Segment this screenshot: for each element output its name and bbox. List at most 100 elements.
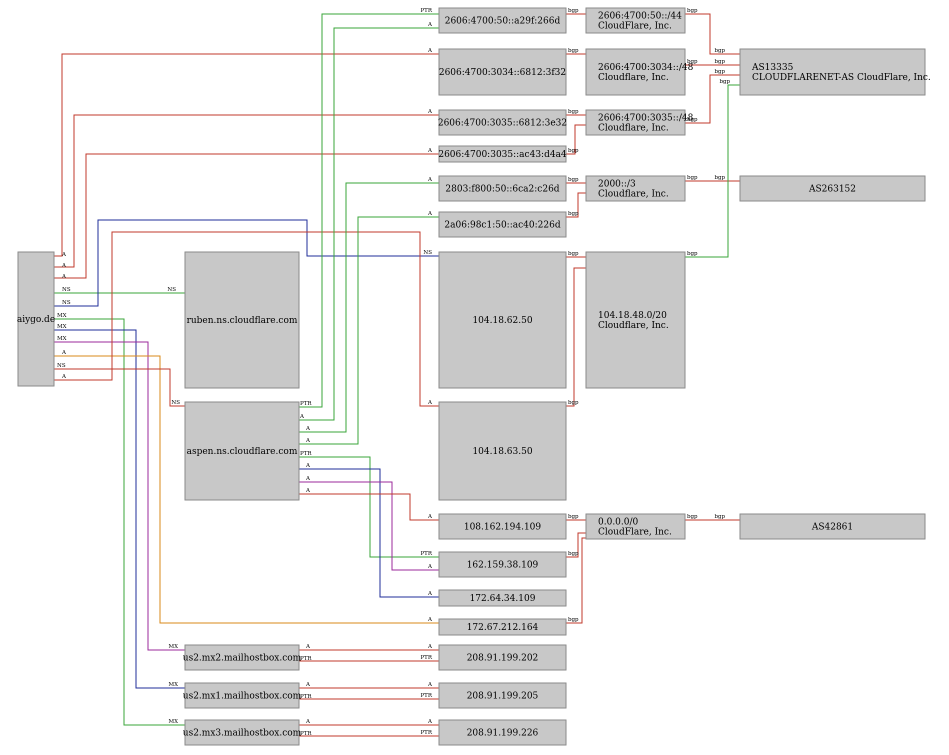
node-aspen[interactable]: aspen.ns.cloudflare.com <box>184 401 300 501</box>
edge-label: bgp <box>687 59 698 65</box>
node-label: CloudFlare, Inc. <box>598 528 672 538</box>
node-label: 2606:4700:3035::ac43:d4a4 <box>438 150 567 160</box>
nodes-layer: aiygo.de ruben.ns.cloudflare.com aspen.ns.… <box>17 7 931 746</box>
edge-label: NS <box>62 287 71 293</box>
edge-end-label: MX <box>168 682 178 688</box>
node-label: AS42861 <box>811 523 853 533</box>
edge-label: bgp <box>687 175 698 181</box>
node-v6a[interactable]: 2606:4700:50::a29f:266d <box>438 7 567 34</box>
node-box <box>438 175 567 202</box>
edge-end-label: A <box>427 682 433 688</box>
node-us2mx3[interactable]: us2.mx3.mailhostbox.com <box>183 719 302 746</box>
node-label: 2606:4700:3035::/48 <box>598 114 694 124</box>
edge-label: A <box>299 414 305 420</box>
edge-end-label: A <box>427 617 433 623</box>
node-box <box>438 513 567 540</box>
edge-label: bgp <box>568 109 579 115</box>
node-v6b[interactable]: 2606:4700:3034::6812:3f32 <box>438 48 567 96</box>
node-as2[interactable]: AS263152 <box>739 175 926 202</box>
edge-aiygo-aspen <box>54 368 185 407</box>
edge-end-label: PTR <box>420 693 432 699</box>
edge-label: A <box>61 350 67 356</box>
node-ip3[interactable]: 108.162.194.109 <box>438 513 567 540</box>
node-box <box>438 589 567 607</box>
edge-label: bgp <box>568 400 579 406</box>
node-v6c[interactable]: 2606:4700:3035::6812:3e32 <box>438 109 567 136</box>
edge-label: PTR <box>300 451 312 457</box>
node-ip2[interactable]: 104.18.63.50 <box>438 401 567 501</box>
node-v6d[interactable]: 2606:4700:3035::ac43:d4a4 <box>438 145 567 163</box>
node-ip6[interactable]: 172.67.212.164 <box>438 618 567 636</box>
node-ip9[interactable]: 208.91.199.226 <box>438 719 567 746</box>
node-aiygo[interactable]: aiygo.de <box>17 251 55 387</box>
node-label: 108.162.194.109 <box>464 523 542 533</box>
node-ip5[interactable]: 172.64.34.109 <box>438 589 567 607</box>
node-label: 2606:4700:3034::/48 <box>598 63 694 73</box>
edge-end-label: bgp <box>714 514 725 520</box>
node-box <box>438 145 567 163</box>
node-ip1[interactable]: 104.18.62.50 <box>438 251 567 389</box>
node-label: 208.91.199.205 <box>467 692 539 702</box>
node-box <box>585 109 686 136</box>
node-label: Cloudflare, Inc. <box>598 124 669 134</box>
edge-end-label: A <box>427 514 433 520</box>
node-box <box>438 682 567 709</box>
edge-aiygo-v6b <box>54 53 439 257</box>
edge-label: A <box>61 263 67 269</box>
node-label: 2606:4700:50::/44 <box>598 12 682 22</box>
edge-label: A <box>61 252 67 258</box>
node-box <box>585 7 686 34</box>
edge-label: bgp <box>568 514 579 520</box>
edge-aiygo-v6c <box>54 114 439 268</box>
node-box <box>438 251 567 389</box>
edge-label: PTR <box>300 694 312 700</box>
node-ip7[interactable]: 208.91.199.202 <box>438 644 567 671</box>
edge-label: NS <box>62 300 71 306</box>
node-label: CloudFlare, Inc. <box>598 22 672 32</box>
edge-aspen-ip4 <box>299 456 439 558</box>
node-box <box>184 719 300 746</box>
node-us2mx2[interactable]: us2.mx2.mailhostbox.com <box>183 644 302 671</box>
node-ip8[interactable]: 208.91.199.205 <box>438 682 567 709</box>
node-box <box>438 618 567 636</box>
edge-ip2-pfx5 <box>566 267 586 407</box>
node-ruben[interactable]: ruben.ns.cloudflare.com <box>184 251 300 389</box>
node-box <box>438 7 567 34</box>
edge-end-label: bgp <box>719 79 730 85</box>
node-label: us2.mx2.mailhostbox.com <box>183 654 302 664</box>
edge-end-label: NS <box>423 250 432 256</box>
node-label: 104.18.63.50 <box>472 447 532 457</box>
node-label: Cloudflare, Inc. <box>598 73 669 83</box>
node-label: aspen.ns.cloudflare.com <box>187 447 298 457</box>
edge-aspen-ip4 <box>299 481 439 571</box>
edge-end-label: A <box>427 564 433 570</box>
node-ip4[interactable]: 162.159.38.109 <box>438 551 567 578</box>
node-v6e[interactable]: 2803:f800:50::6ca2:c26d <box>438 175 567 202</box>
node-label: 104.18.48.0/20 <box>598 311 667 321</box>
edge-label: A <box>61 374 67 380</box>
node-as3[interactable]: AS42861 <box>739 513 926 540</box>
node-box <box>739 175 926 202</box>
edge-aspen-v6f <box>299 216 439 445</box>
node-us2mx1[interactable]: us2.mx1.mailhostbox.com <box>183 682 302 709</box>
edge-ip6-pfx6 <box>566 537 586 624</box>
edge-aiygo-v6d <box>54 153 439 279</box>
node-label: 2606:4700:50::a29f:266d <box>445 17 561 27</box>
node-box <box>585 251 686 389</box>
node-box <box>585 175 686 202</box>
edge-label: A <box>305 438 311 444</box>
edge-aiygo-us2mx3 <box>54 318 185 726</box>
edge-aiygo-us2mx1 <box>54 329 185 689</box>
edge-label: NS <box>57 363 66 369</box>
node-box <box>438 211 567 238</box>
node-v6f[interactable]: 2a06:98c1:50::ac40:226d <box>438 211 567 238</box>
